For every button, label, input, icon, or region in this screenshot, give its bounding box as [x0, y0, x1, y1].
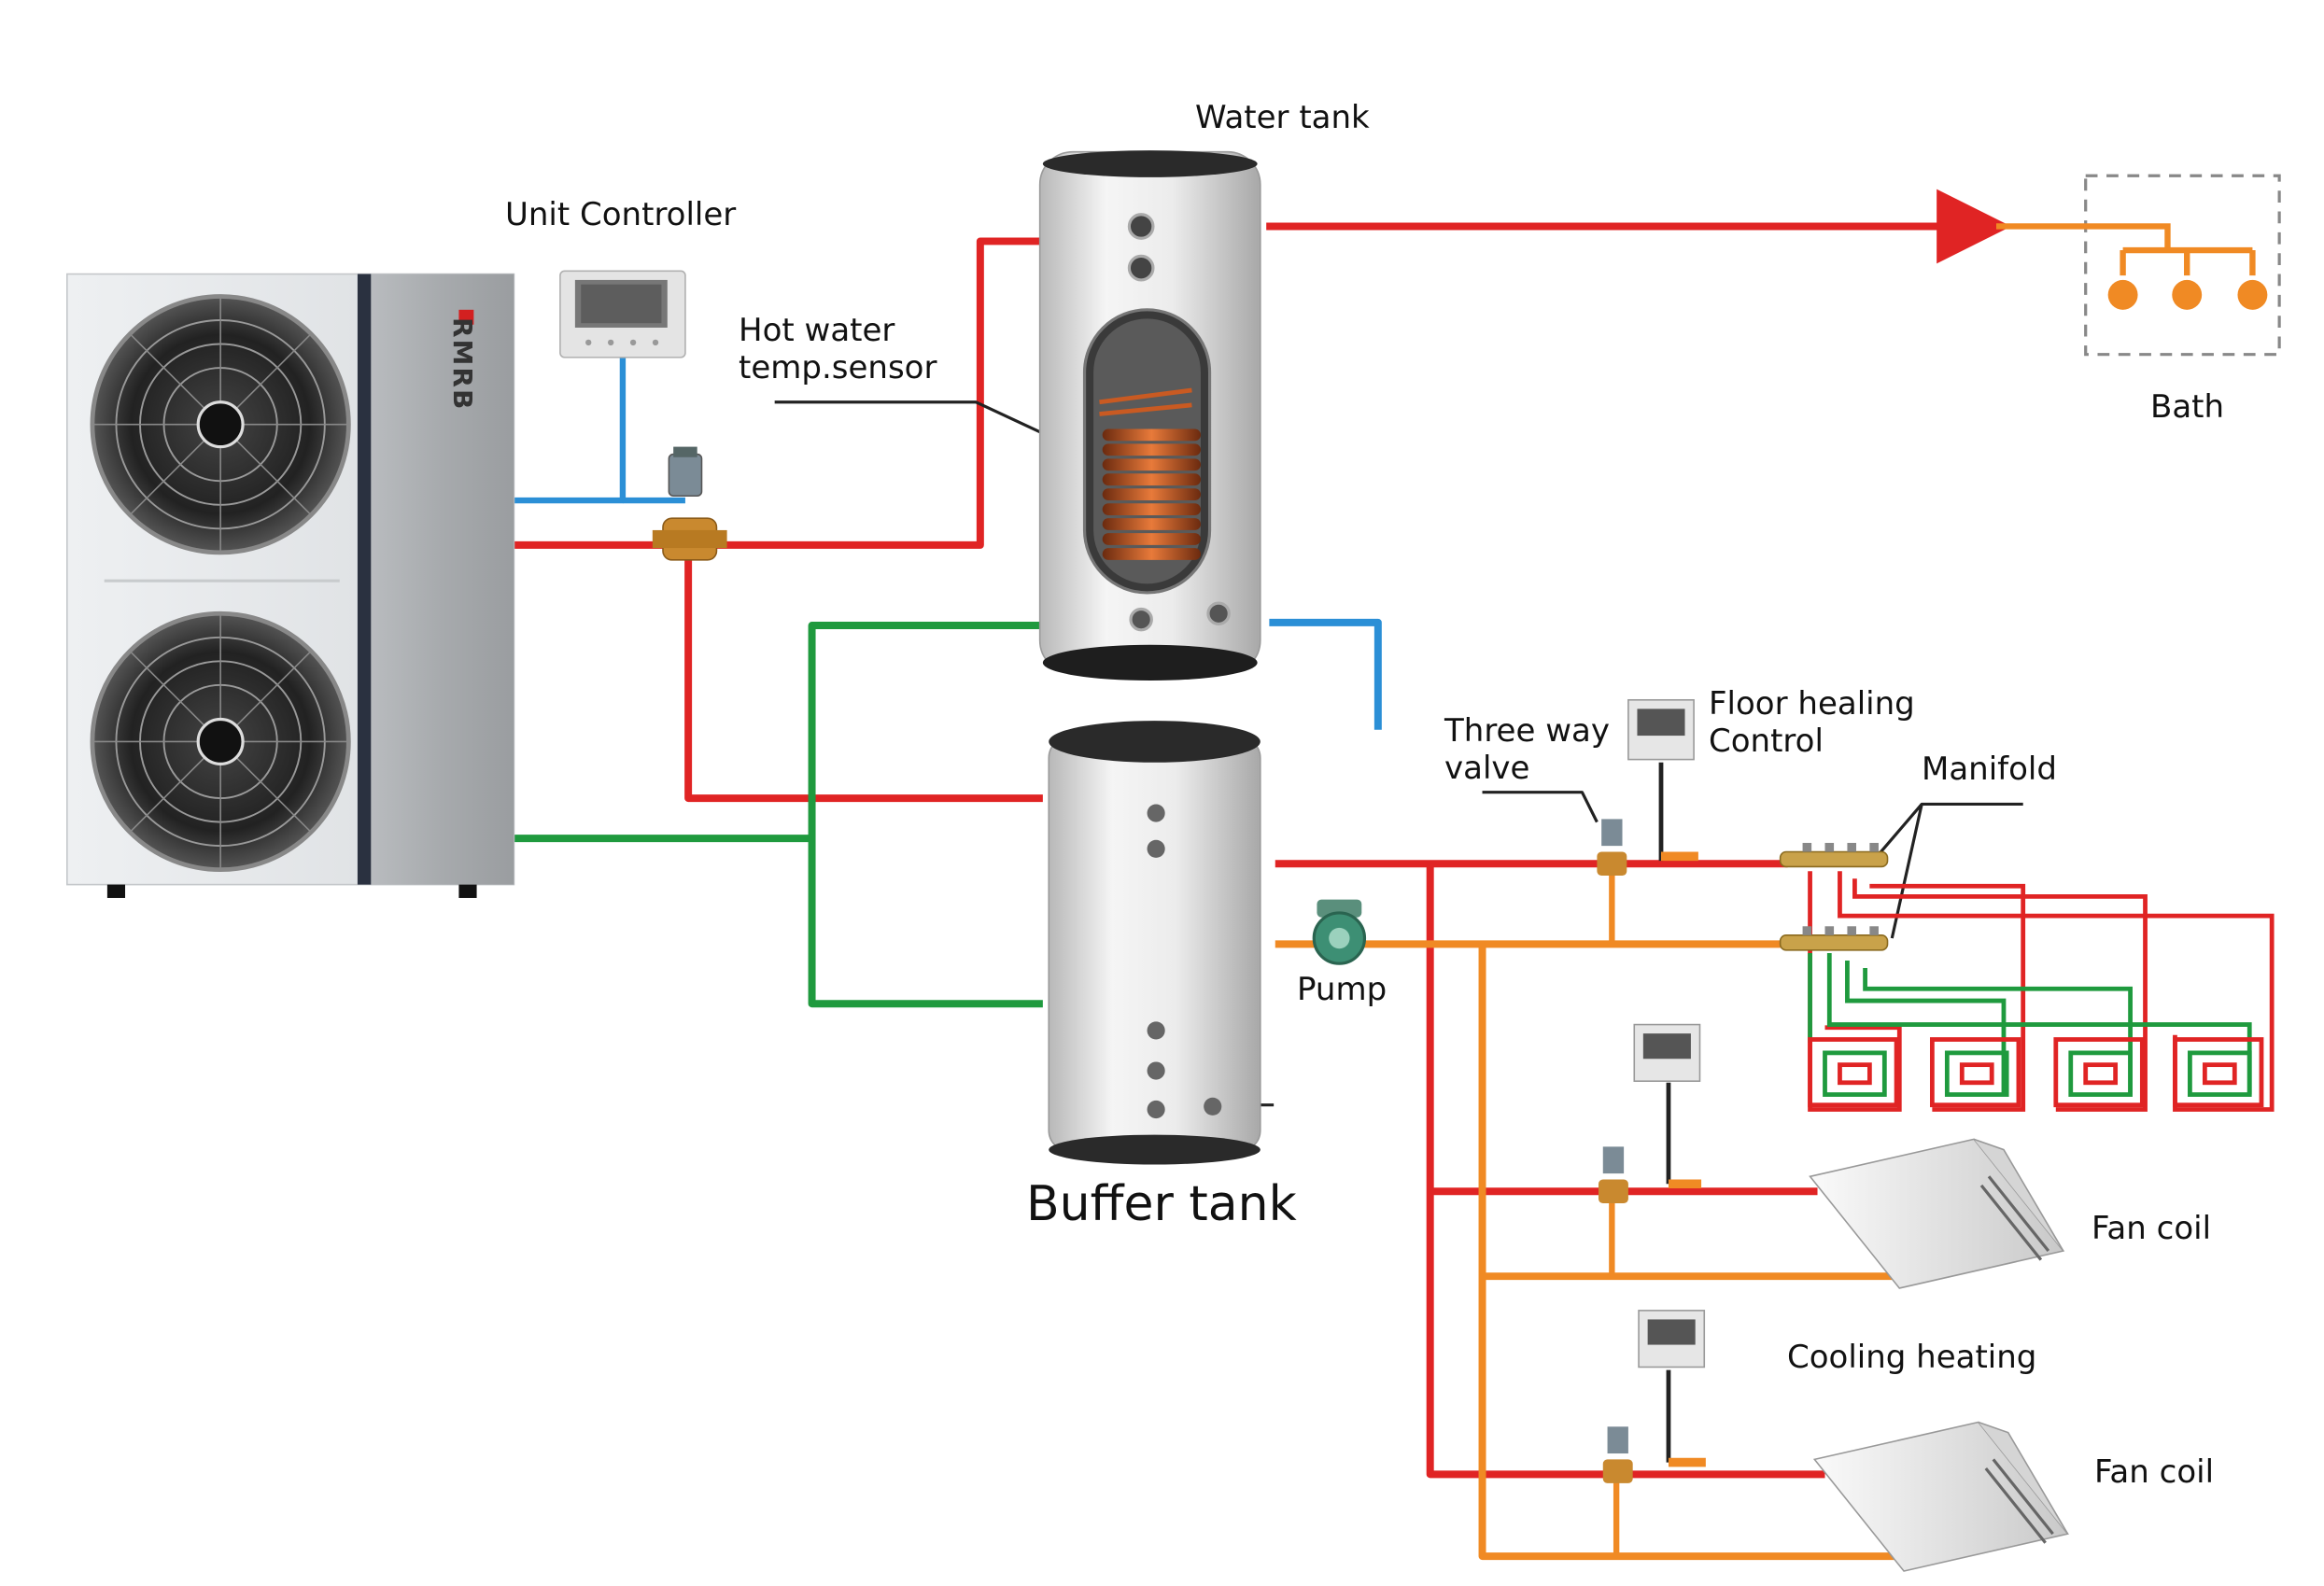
label-water-tank: Water tank	[1195, 99, 1370, 136]
hot-supply-pipe	[514, 237, 1040, 549]
label-fan-coil-1: Fan coil	[2092, 1210, 2212, 1247]
label-pump: Pump	[1297, 971, 1387, 1008]
brand-name: RMRB	[447, 317, 478, 412]
sensor-leader-line	[774, 400, 1041, 434]
fan-bottom	[90, 611, 351, 873]
zone-valve-1	[1597, 819, 1627, 877]
label-bath: Bath	[2150, 388, 2225, 426]
fan-coil-unit-2	[1812, 1421, 2069, 1572]
label-cooling-heating: Cooling heating	[1787, 1339, 2037, 1376]
zone-valve-3	[1602, 1426, 1633, 1483]
valve-leader-line	[1482, 791, 1599, 823]
brand-logo-mark	[458, 309, 474, 325]
label-manifold: Manifold	[1922, 751, 2057, 788]
fan-coil-thermostat-2	[1638, 1310, 1706, 1368]
return-pipe	[514, 622, 1043, 1008]
floor-heating-thermostat	[1627, 698, 1695, 761]
buffer-tank	[1048, 721, 1261, 1165]
floor-heating-loops	[1808, 871, 2275, 1112]
fan-coil-thermostat-1	[1633, 1023, 1701, 1082]
label-fan-coil-2: Fan coil	[2094, 1453, 2215, 1491]
unit-controller-device	[559, 270, 686, 358]
label-hot-water-sensor-2: temp.sensor	[739, 349, 937, 386]
label-three-way-valve-2: valve	[1444, 750, 1530, 787]
label-unit-controller: Unit Controller	[505, 196, 737, 233]
heating-coil	[1099, 387, 1201, 560]
label-three-way-valve-1: Three way	[1444, 712, 1610, 750]
controller-cable	[514, 357, 627, 504]
heat-pump-outdoor-unit	[66, 273, 515, 898]
bath-outlets	[1995, 174, 2281, 357]
motorised-three-way-valve	[652, 446, 727, 561]
buffer-feed-pipe	[684, 544, 1043, 803]
zone-valve-2	[1598, 1146, 1628, 1204]
circulation-pump	[1312, 899, 1367, 965]
label-floor-heating-control-1: Floor healing	[1709, 685, 1915, 723]
fan-top	[90, 294, 351, 555]
label-floor-heating-control-2: Control	[1709, 723, 1824, 760]
manifold	[1779, 842, 1889, 951]
label-hot-water-sensor-1: Hot water	[739, 312, 895, 349]
cold-inlet-pipe	[1269, 618, 1382, 730]
label-buffer-tank: Buffer tank	[1026, 1176, 1297, 1232]
fan-coil-unit-1	[1809, 1138, 2065, 1289]
water-tank	[1038, 150, 1261, 681]
